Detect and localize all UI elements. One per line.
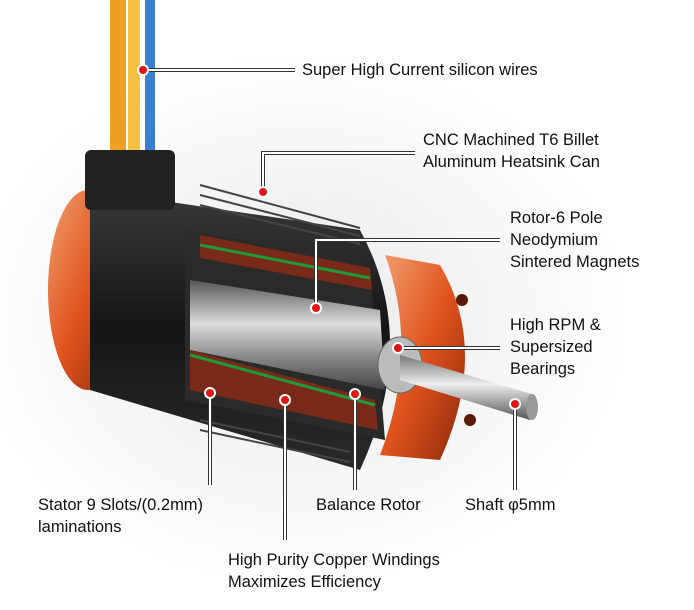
label-bearings: High RPM & Supersized Bearings (510, 314, 601, 380)
label-rotor: Rotor-6 Pole Neodymium Sintered Magnets (510, 207, 639, 273)
copper-winding-bottom (190, 350, 378, 430)
label-line: High Purity Copper Windings (228, 551, 440, 569)
callout-dots (137, 64, 521, 410)
dot-stator (204, 387, 216, 399)
label-line: Aluminum Heatsink Can (423, 153, 600, 171)
dot-wires (137, 64, 149, 76)
label-wires: Super High Current silicon wires (302, 59, 538, 81)
label-line: Shaft φ5mm (465, 496, 556, 514)
label-line: Balance Rotor (316, 496, 421, 514)
dot-balance (349, 388, 361, 400)
label-line: High RPM & (510, 316, 601, 334)
label-line: Stator 9 Slots/(0.2mm) (38, 496, 204, 514)
label-stator: Stator 9 Slots/(0.2mm) laminations (38, 494, 203, 538)
label-line: Neodymium (510, 231, 599, 249)
leader-lines (143, 68, 517, 540)
wires (110, 0, 155, 160)
label-line: Rotor-6 Pole (510, 209, 603, 227)
rotor (190, 280, 385, 390)
label-line: Super High Current silicon wires (302, 61, 538, 79)
heatsink-fins (199, 184, 361, 463)
dot-copper (279, 394, 291, 406)
label-line: Bearings (510, 360, 576, 378)
front-end-cap (380, 255, 465, 460)
label-heatsink: CNC Machined T6 Billet Aluminum Heatsink… (423, 129, 600, 173)
dot-heatsink (257, 186, 269, 198)
label-line: laminations (38, 518, 122, 536)
label-line: CNC Machined T6 Billet (423, 131, 599, 149)
dot-bearings (392, 342, 404, 354)
label-shaft: Shaft φ5mm (465, 494, 555, 516)
dot-rotor (310, 302, 322, 314)
label-line: Supersized (510, 338, 593, 356)
label-line: Sintered Magnets (510, 253, 640, 271)
wire-boot (85, 150, 175, 210)
shaft (400, 355, 535, 420)
dot-shaft (509, 398, 521, 410)
label-copper: High Purity Copper Windings Maximizes Ef… (228, 549, 440, 593)
label-balance: Balance Rotor (316, 494, 421, 516)
label-line: Maximizes Efficiency (228, 573, 381, 591)
